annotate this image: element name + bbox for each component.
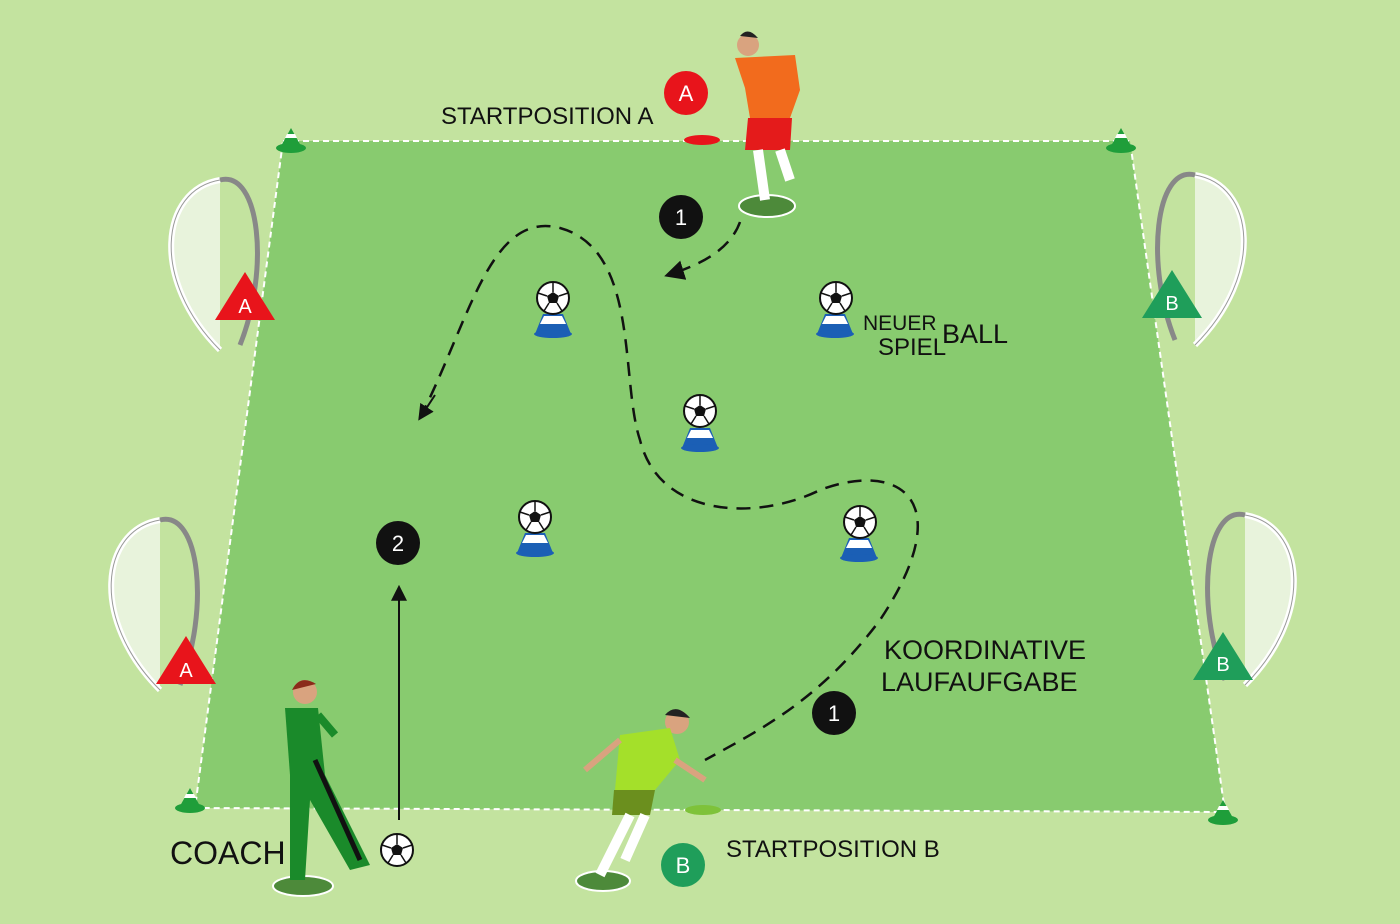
team-a-start-marker: A xyxy=(664,71,708,115)
step-1-marker-bottom: 1 xyxy=(812,691,856,735)
coach-label: COACH xyxy=(170,835,286,871)
svg-text:B: B xyxy=(1165,293,1178,315)
coach-icon xyxy=(272,680,370,897)
task-label-2: LAUFAUFGABE xyxy=(881,667,1078,697)
svg-text:B: B xyxy=(676,853,691,878)
corner-cone-icon xyxy=(276,128,306,153)
svg-text:B: B xyxy=(1216,654,1229,676)
svg-text:A: A xyxy=(238,296,252,318)
corner-cone-icon xyxy=(1106,128,1136,153)
goal-marker-a-bottom: A xyxy=(156,636,216,684)
mini-goal-icon xyxy=(1158,174,1244,345)
start-position-b-label: STARTPOSITION B xyxy=(726,836,940,863)
svg-text:1: 1 xyxy=(828,701,840,726)
task-label-1: KOORDINATIVE xyxy=(884,635,1086,665)
new-ball-label-3: BALL xyxy=(942,319,1008,349)
dribble-path xyxy=(418,224,920,762)
mini-goal-icon xyxy=(171,179,257,350)
team-b-start-marker: B xyxy=(661,843,705,887)
new-ball-label-1: NEUER xyxy=(863,312,937,335)
goal-marker-a-top: A xyxy=(215,272,275,320)
player-a-icon xyxy=(735,31,800,218)
new-ball-label-2: SPIEL xyxy=(878,334,946,361)
start-position-a-label: STARTPOSITION A xyxy=(441,103,653,130)
svg-text:A: A xyxy=(179,660,193,682)
playing-field xyxy=(193,140,1227,814)
run-path-a xyxy=(664,221,742,280)
step-1-marker-top: 1 xyxy=(659,195,703,239)
goal-marker-b-bottom: B xyxy=(1193,632,1253,680)
start-disc-b xyxy=(685,805,721,815)
goal-marker-b-top: B xyxy=(1142,270,1202,318)
start-disc-a xyxy=(684,135,720,145)
coach-ball-icon xyxy=(380,833,414,867)
svg-text:1: 1 xyxy=(675,205,687,230)
step-2-marker: 2 xyxy=(376,521,420,565)
svg-text:2: 2 xyxy=(392,531,404,556)
svg-text:A: A xyxy=(679,81,694,106)
player-b-icon xyxy=(575,709,707,892)
